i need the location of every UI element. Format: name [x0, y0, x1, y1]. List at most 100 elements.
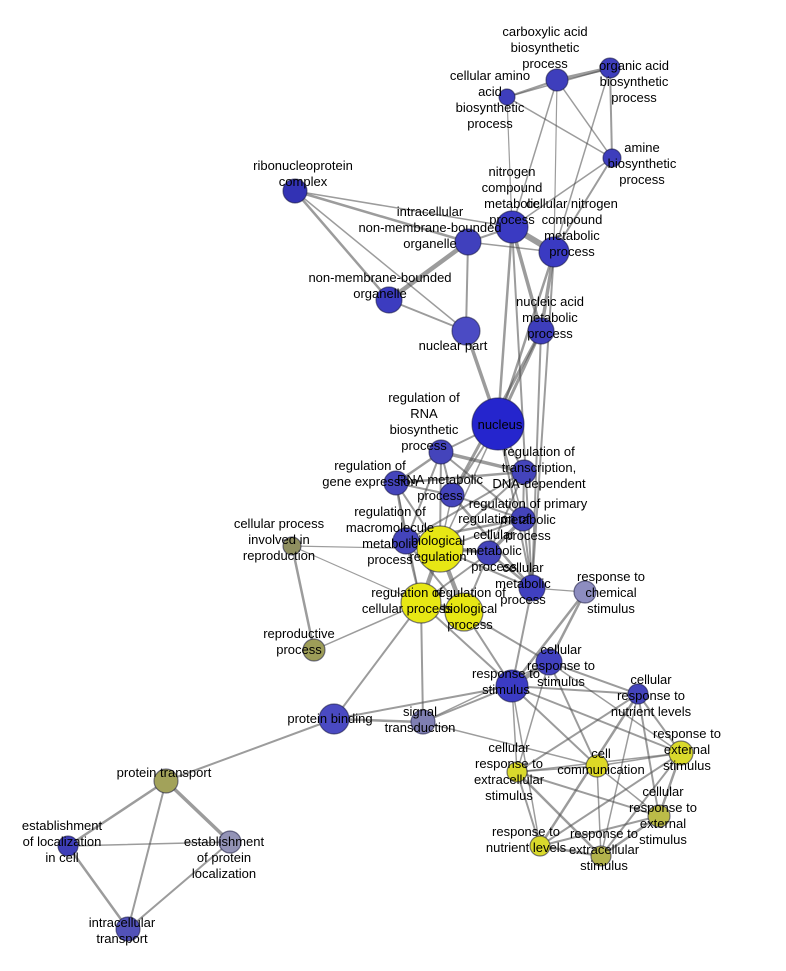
node-riboC[interactable]	[282, 178, 308, 204]
edge-nucAcidMP--cellMetProc	[531, 330, 542, 589]
node-intraOrg[interactable]	[454, 228, 482, 256]
node-regRNA[interactable]	[428, 439, 454, 465]
nodes-layer	[57, 57, 694, 942]
edge-sigTrans--cellComm	[422, 721, 598, 767]
edge-amBP--nitroMP	[511, 157, 613, 228]
edge-regCellProc--protBind	[333, 602, 422, 720]
edge-oaBP--cellNitroMP	[553, 67, 611, 253]
edge-cellRespNutr--cellRespExtStim	[637, 693, 660, 817]
edge-respStim--cellRespNutr	[511, 685, 639, 695]
node-reproProc[interactable]	[302, 638, 326, 662]
label-nuclearPart: nuclear part	[419, 338, 488, 353]
node-cellRespStim[interactable]	[535, 648, 563, 676]
edge-cellComm--respExtra	[596, 765, 602, 857]
node-cellRespExtra[interactable]	[506, 761, 528, 783]
edge-caBP--nitroMP	[511, 79, 558, 228]
edge-aaBP--nitroMP	[506, 96, 513, 228]
edge-respStim--respExt	[511, 685, 682, 754]
edge-intraOrg--nuclearPart	[465, 241, 469, 332]
edge-cellRespExtra--cellRespExtStim	[516, 771, 660, 817]
node-intraTrans[interactable]	[115, 916, 141, 942]
node-regCellMet[interactable]	[476, 540, 502, 566]
edge-respExtra--cellRespExtStim	[599, 814, 661, 858]
node-regCellProc[interactable]	[400, 582, 442, 624]
edge-estLocCell--estProtLoc	[67, 841, 231, 847]
node-regPrimary[interactable]	[510, 506, 536, 532]
node-regMacro[interactable]	[392, 527, 420, 555]
node-bioReg[interactable]	[416, 525, 464, 573]
edge-caBP--amBP	[556, 79, 613, 159]
node-nitroMP[interactable]	[495, 210, 529, 244]
node-cellNitroMP[interactable]	[538, 236, 570, 268]
node-amBP[interactable]	[602, 148, 622, 168]
node-respStim[interactable]	[495, 669, 529, 703]
node-respExt[interactable]	[668, 740, 694, 766]
edge-nitroMP--nucAcidMP	[510, 225, 543, 333]
edge-aaBP--amBP	[506, 96, 613, 159]
node-aaBP[interactable]	[498, 88, 516, 106]
node-respExtra[interactable]	[590, 845, 612, 867]
node-nucleus[interactable]	[471, 397, 525, 451]
edge-estLocCell--intraTrans	[66, 844, 130, 931]
edge-cellRespStim--respExt	[548, 661, 682, 754]
node-cellComm[interactable]	[585, 754, 609, 778]
edge-cellRespStim--sigTrans	[422, 661, 550, 723]
node-protBind[interactable]	[318, 703, 350, 735]
edge-amBP--cellNitroMP	[553, 157, 613, 253]
edge-regTxn--regMacro	[405, 471, 525, 542]
edge-regRNA--regMacro	[405, 451, 442, 542]
edge-cellComm--cellRespExtStim	[596, 765, 660, 817]
node-respNutr[interactable]	[529, 835, 551, 857]
edge-estProtLoc--intraTrans	[127, 841, 231, 930]
edge-respStim--protBind	[333, 685, 513, 720]
node-estLocCell[interactable]	[57, 835, 79, 857]
node-regGene[interactable]	[383, 470, 409, 496]
edge-cellProcRepro--reproProc	[290, 544, 316, 652]
edge-protTrans--estProtLoc	[164, 779, 232, 844]
edge-respNutr--cellRespExtStim	[539, 815, 660, 847]
edge-nucleus--cellMetProc	[497, 423, 533, 589]
node-nmbOrg[interactable]	[375, 286, 403, 314]
node-nucAcidMP[interactable]	[527, 317, 555, 345]
edge-cellRespExtra--cellComm	[516, 765, 598, 773]
edge-regTxn--regGene	[394, 470, 526, 485]
node-rnaMP[interactable]	[439, 482, 465, 508]
edge-respStim--respChem	[510, 590, 587, 688]
edge-respExt--respNutr	[539, 752, 682, 847]
edge-intraOrg--nmbOrg	[386, 239, 471, 303]
edge-respStim--cellComm	[511, 685, 598, 767]
edge-cellMetProc--respStim	[511, 587, 533, 687]
edge-cellRespStim--cellRespNutr	[548, 661, 639, 695]
node-cellMetProc[interactable]	[518, 574, 546, 602]
node-sigTrans[interactable]	[410, 709, 436, 735]
edge-riboC--nitroMP	[294, 190, 513, 228]
node-regBioProc[interactable]	[444, 592, 484, 632]
node-cellRespNutr[interactable]	[627, 683, 649, 705]
node-respChem[interactable]	[573, 580, 597, 604]
node-cellProcRepro[interactable]	[282, 536, 302, 556]
edge-cellRespStim--cellComm	[548, 661, 598, 767]
edge-cellRespStim--cellRespExtra	[516, 661, 550, 773]
edge-regRNA--regTxn	[439, 450, 526, 474]
edge-intraOrg--riboC	[293, 189, 470, 244]
edge-cellNitroMP--cellMetProc	[531, 251, 555, 589]
edge-cellRespExtra--respNutr	[516, 771, 541, 847]
edge-caBP--cellNitroMP	[553, 79, 558, 253]
node-nuclearPart[interactable]	[451, 316, 481, 346]
node-estProtLoc[interactable]	[218, 830, 242, 854]
edge-cellRespNutr--cellRespExtra	[516, 693, 639, 773]
node-caBP[interactable]	[545, 68, 569, 92]
node-oaBP[interactable]	[599, 57, 621, 79]
edge-protTrans--intraTrans	[127, 780, 167, 930]
edge-protBind--protTrans	[165, 718, 335, 782]
edge-cellProcRepro--regCellProc	[291, 545, 422, 604]
node-regTxn[interactable]	[511, 459, 537, 485]
node-cellRespExtStim[interactable]	[647, 804, 671, 828]
node-protTrans[interactable]	[153, 768, 179, 794]
